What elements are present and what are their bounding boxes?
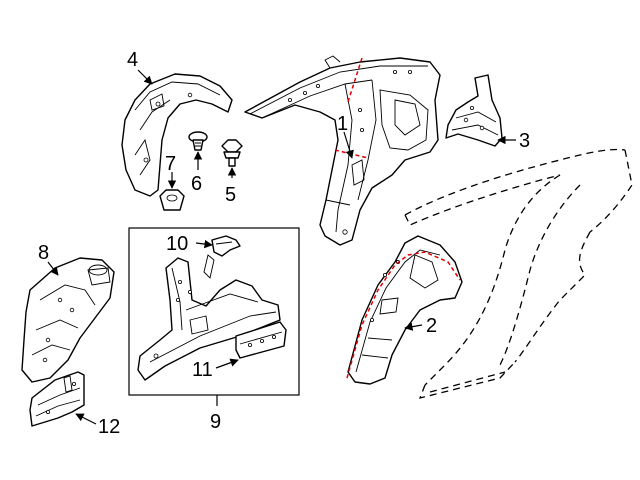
- cut-line-wheelhouse: [346, 251, 461, 379]
- callout-12: 12: [98, 416, 120, 438]
- quarter-panel-outline: [404, 148, 633, 399]
- inner-wheelhouse-panel: [21, 257, 115, 383]
- leader-lines: [47, 69, 516, 425]
- clip-fastener: [188, 131, 208, 151]
- outer-wheelhouse-panel: [347, 235, 463, 385]
- callout-9: 9: [210, 411, 221, 433]
- cut-line-upper: [347, 57, 363, 103]
- callout-3: 3: [519, 130, 530, 152]
- wheel-arch-liner: [121, 73, 233, 197]
- callout-7: 7: [165, 153, 176, 175]
- callout-6: 6: [191, 173, 202, 195]
- callout-4: 4: [127, 49, 138, 71]
- callout-2: 2: [426, 315, 437, 337]
- callout-1: 1: [337, 113, 348, 135]
- corner-bracket: [445, 74, 503, 147]
- nut-fastener: [159, 189, 185, 211]
- bolt-fastener: [221, 139, 243, 167]
- callout-10: 10: [166, 233, 188, 255]
- assembly-group-box: [128, 227, 300, 396]
- small-bracket: [211, 235, 241, 257]
- floor-extension-assembly: [137, 254, 281, 381]
- callout-8: 8: [38, 242, 49, 264]
- callout-11: 11: [192, 359, 213, 381]
- rear-pillar-panel: [244, 55, 441, 246]
- reinforcement-plate: [235, 321, 287, 359]
- callout-5: 5: [225, 184, 236, 206]
- gusset-bracket: [29, 371, 85, 427]
